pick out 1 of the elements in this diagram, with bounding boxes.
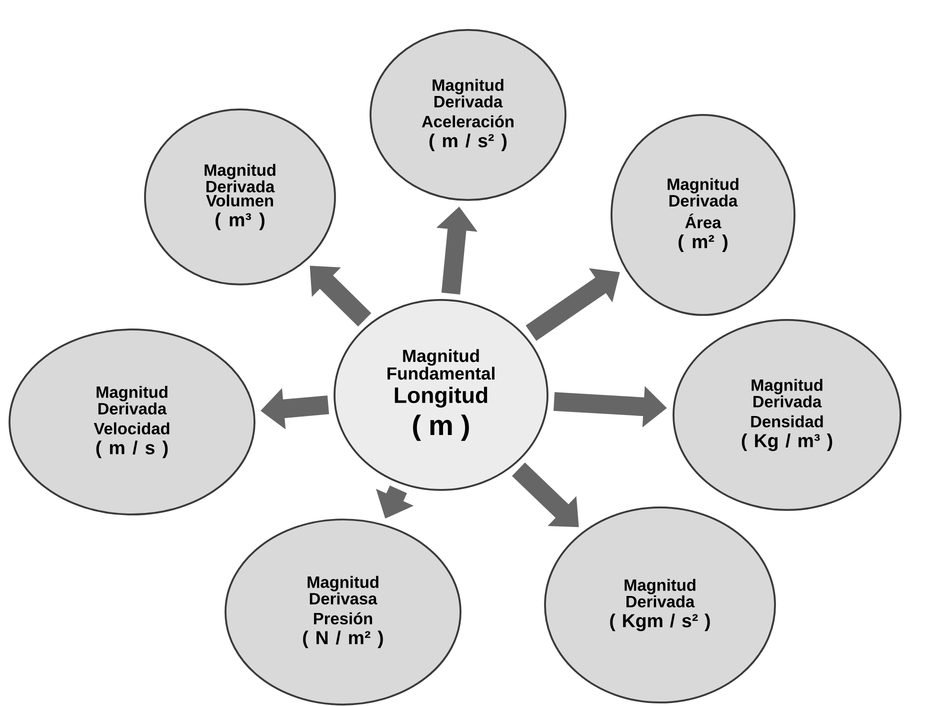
block-arrow bbox=[512, 462, 579, 528]
